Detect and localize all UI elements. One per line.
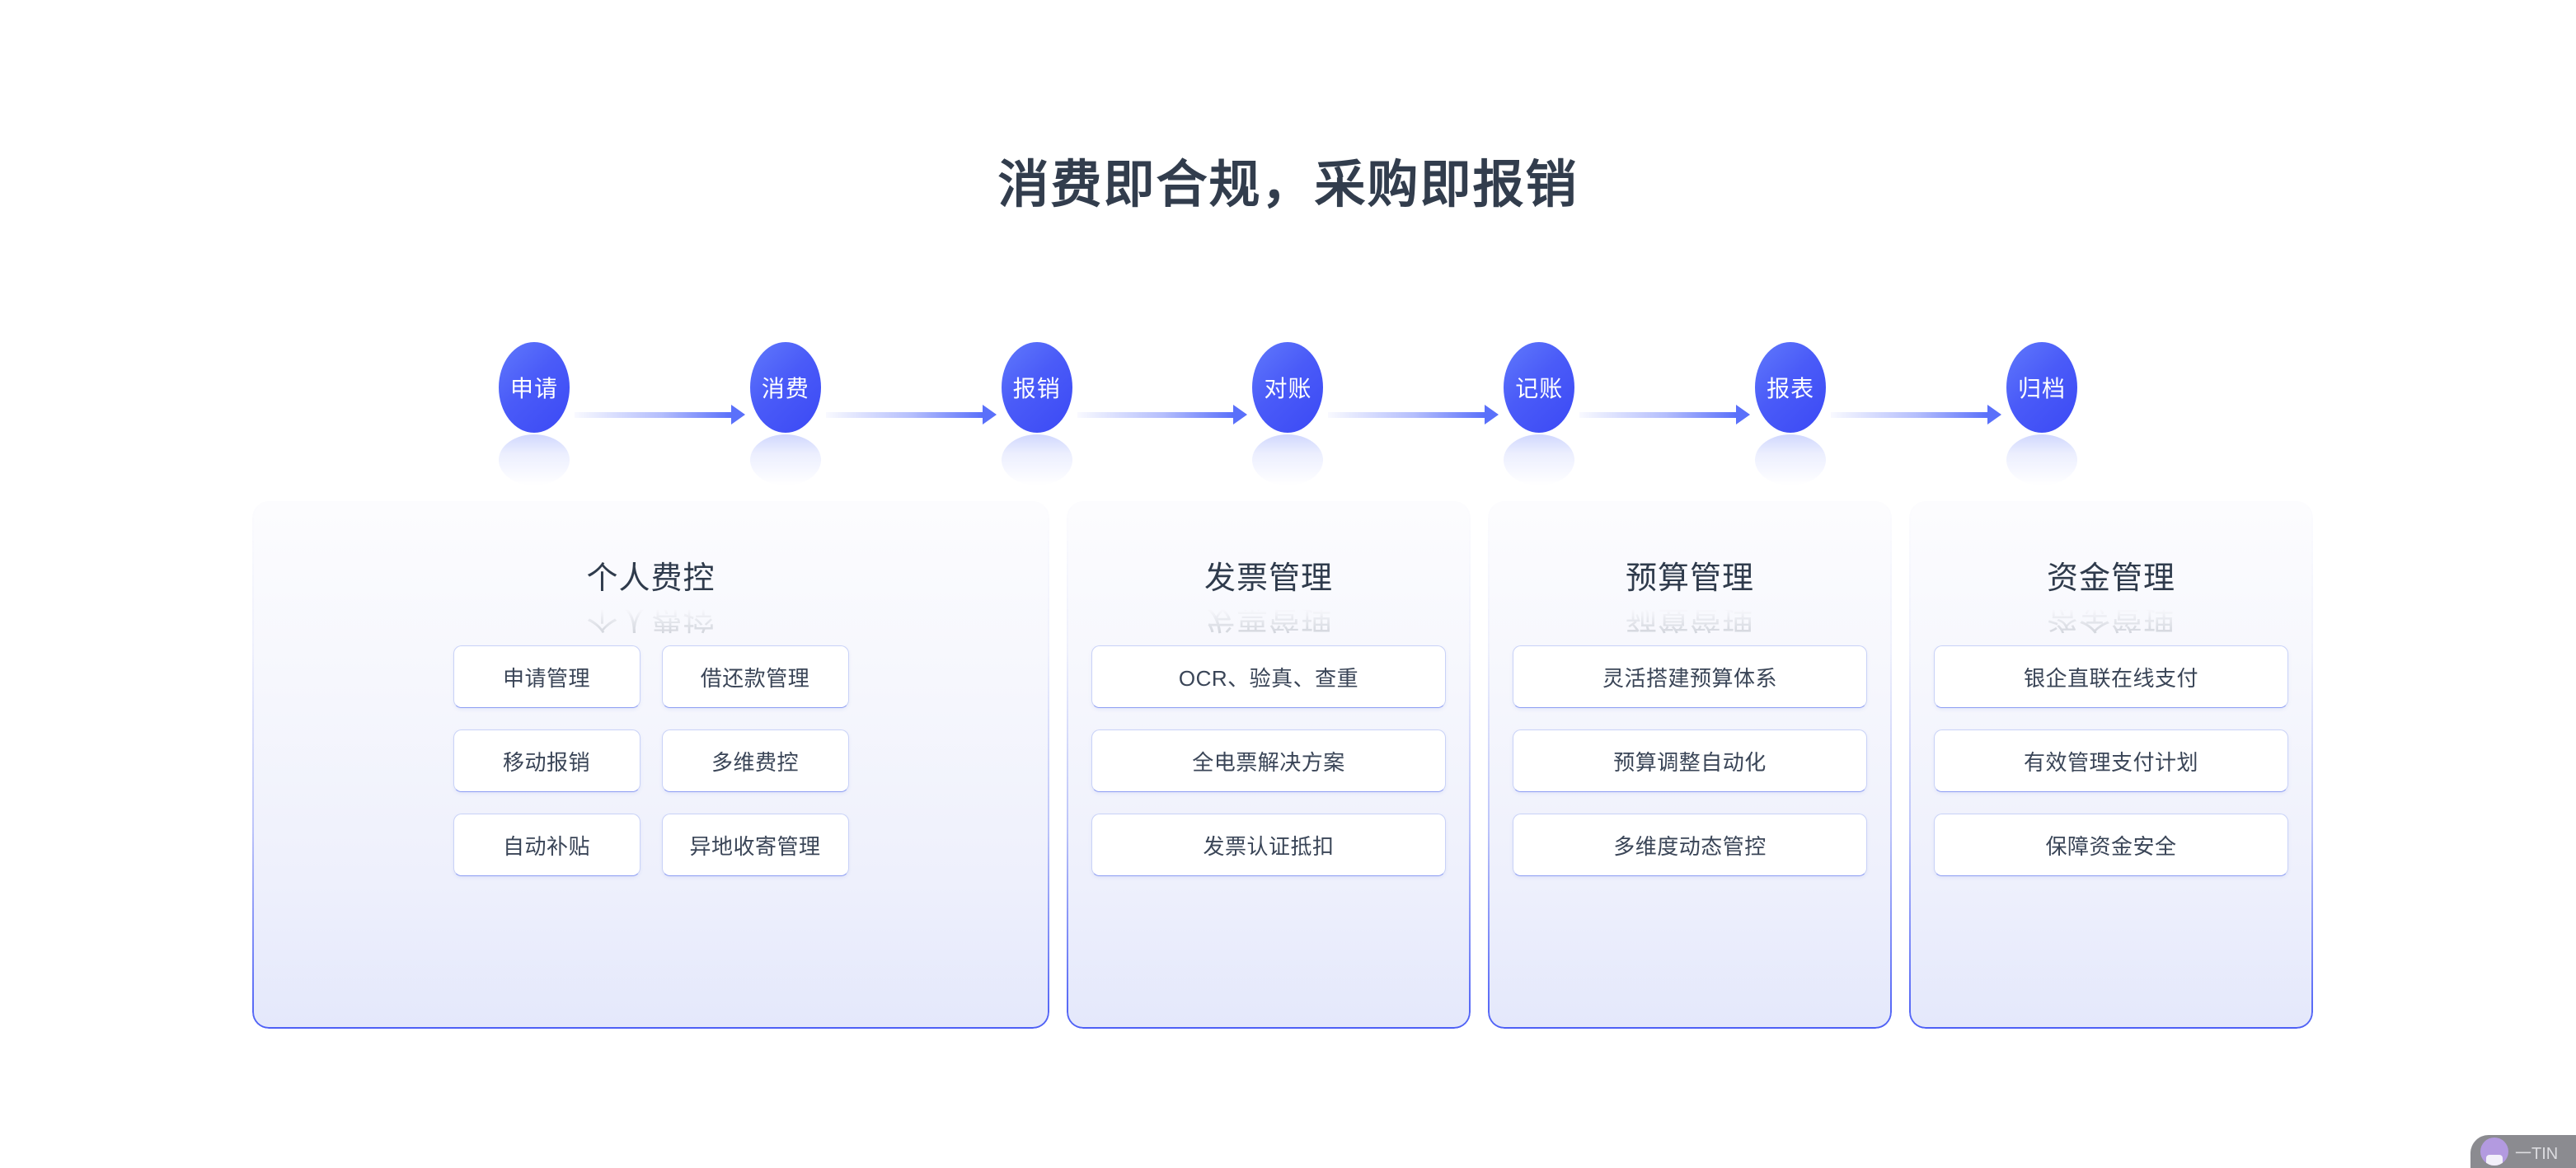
flow-step-label: 报表 (1767, 376, 1815, 401)
flow-step-reflection (499, 434, 570, 485)
feature-tile[interactable]: 灵活搭建预算体系 (1513, 645, 1868, 708)
panel-title: 资金管理资金管理 (2047, 552, 2176, 634)
panel-title-text: 发票管理 (1204, 561, 1334, 596)
feature-tile[interactable]: 多维费控 (661, 729, 849, 792)
arrow-right-icon (1328, 405, 1499, 425)
panel-tile-grid: 申请管理借还款管理移动报销多维费控自动补贴异地收寄管理 (453, 645, 849, 876)
feature-tile[interactable]: 移动报销 (453, 729, 640, 792)
process-flow: 申请 消费 报销 对账 记账 报表 归档 (499, 342, 2077, 487)
flow-step-label: 消费 (761, 376, 809, 401)
flow-step[interactable]: 对账 (1252, 342, 1324, 487)
arrow-head (730, 405, 745, 425)
feature-tile[interactable]: 异地收寄管理 (661, 814, 849, 876)
arrow-head (1987, 405, 2001, 425)
arrow-shaft (1579, 411, 1737, 418)
flow-step-reflection (1755, 434, 1827, 485)
arrow-right-icon (825, 405, 997, 425)
panel-title-reflection: 个人费控 (586, 599, 716, 634)
capability-panels: 个人费控个人费控申请管理借还款管理移动报销多维费控自动补贴异地收寄管理发票管理发… (252, 501, 2314, 1029)
panel-tile-grid: 灵活搭建预算体系预算调整自动化多维度动态管控 (1513, 645, 1868, 876)
flow-step-reflection (749, 434, 821, 485)
flow-step-label: 记账 (1515, 376, 1564, 401)
feature-tile[interactable]: 有效管理支付计划 (1934, 729, 2289, 792)
flow-step-label: 对账 (1264, 376, 1312, 401)
flow-step[interactable]: 记账 (1504, 342, 1575, 487)
flow-step[interactable]: 报表 (1755, 342, 1827, 487)
arrow-right-icon (1579, 405, 1751, 425)
feature-tile[interactable]: 银企直联在线支付 (1934, 645, 2289, 708)
capability-panel: 资金管理资金管理银企直联在线支付有效管理支付计划保障资金安全 (1909, 501, 2314, 1029)
panel-title-text: 个人费控 (586, 561, 716, 596)
flow-step[interactable]: 申请 (499, 342, 570, 487)
arrow-shaft (1831, 411, 1987, 418)
flow-step-circle[interactable]: 对账 (1252, 342, 1324, 433)
panel-title-text: 预算管理 (1626, 561, 1755, 596)
panel-title-text: 资金管理 (2047, 561, 2176, 596)
flow-step-label: 申请 (509, 376, 558, 401)
arrow-head (1736, 405, 1751, 425)
flow-step-circle[interactable]: 归档 (2006, 342, 2077, 433)
arrow-right-icon (1077, 405, 1248, 425)
panel-tile-grid: 银企直联在线支付有效管理支付计划保障资金安全 (1934, 645, 2289, 876)
corner-widget[interactable]: 一TIN (2470, 1135, 2576, 1168)
feature-tile[interactable]: 全电票解决方案 (1091, 729, 1447, 792)
arrow-shaft (825, 411, 983, 418)
flow-step[interactable]: 报销 (1001, 342, 1072, 487)
feature-tile[interactable]: 发票认证抵扣 (1091, 814, 1447, 876)
arrow-right-icon (575, 405, 745, 425)
flow-step-reflection (1252, 434, 1324, 485)
flow-step-label: 报销 (1012, 376, 1061, 401)
arrow-head (1233, 405, 1248, 425)
flow-step[interactable]: 归档 (2006, 342, 2077, 487)
flow-step-reflection (1001, 434, 1072, 485)
user-avatar-icon (2480, 1138, 2508, 1166)
capability-panel: 预算管理预算管理灵活搭建预算体系预算调整自动化多维度动态管控 (1488, 501, 1893, 1029)
flow-step-circle[interactable]: 消费 (749, 342, 821, 433)
panel-title: 预算管理预算管理 (1626, 552, 1755, 634)
flow-step-circle[interactable]: 报销 (1001, 342, 1072, 433)
capability-panel: 个人费控个人费控申请管理借还款管理移动报销多维费控自动补贴异地收寄管理 (252, 501, 1050, 1029)
feature-tile[interactable]: 保障资金安全 (1934, 814, 2289, 876)
panel-title-reflection: 预算管理 (1626, 599, 1755, 634)
capability-panel: 发票管理发票管理 OCR、验真、查重全电票解决方案发票认证抵扣 (1067, 501, 1471, 1029)
panel-title: 发票管理发票管理 (1204, 552, 1334, 634)
arrow-shaft (575, 411, 731, 418)
panel-title: 个人费控个人费控 (586, 552, 716, 634)
panel-tile-grid: OCR、验真、查重全电票解决方案发票认证抵扣 (1091, 645, 1447, 876)
feature-tile[interactable]: 自动补贴 (453, 814, 640, 876)
flow-step-circle[interactable]: 报表 (1755, 342, 1827, 433)
flow-step-circle[interactable]: 记账 (1504, 342, 1575, 433)
corner-widget-label: 一TIN (2515, 1144, 2559, 1163)
arrow-shaft (1328, 411, 1485, 418)
panel-title-reflection: 资金管理 (2047, 599, 2176, 634)
flow-step-circle[interactable]: 申请 (499, 342, 570, 433)
arrow-head (1485, 405, 1499, 425)
arrow-shaft (1077, 411, 1234, 418)
arrow-head (982, 405, 997, 425)
feature-tile[interactable]: 申请管理 (453, 645, 640, 708)
feature-tile[interactable]: 预算调整自动化 (1513, 729, 1868, 792)
flow-step[interactable]: 消费 (749, 342, 821, 487)
feature-tile[interactable]: 多维度动态管控 (1513, 814, 1868, 876)
arrow-right-icon (1831, 405, 2001, 425)
flow-step-reflection (2006, 434, 2077, 485)
feature-tile[interactable]: 借还款管理 (661, 645, 849, 708)
flow-step-label: 归档 (2017, 376, 2066, 401)
panel-title-reflection: 发票管理 (1204, 599, 1334, 634)
page-title: 消费即合规，采购即报销 (997, 156, 1579, 213)
feature-tile[interactable]: OCR、验真、查重 (1091, 645, 1447, 708)
flow-step-reflection (1504, 434, 1575, 485)
